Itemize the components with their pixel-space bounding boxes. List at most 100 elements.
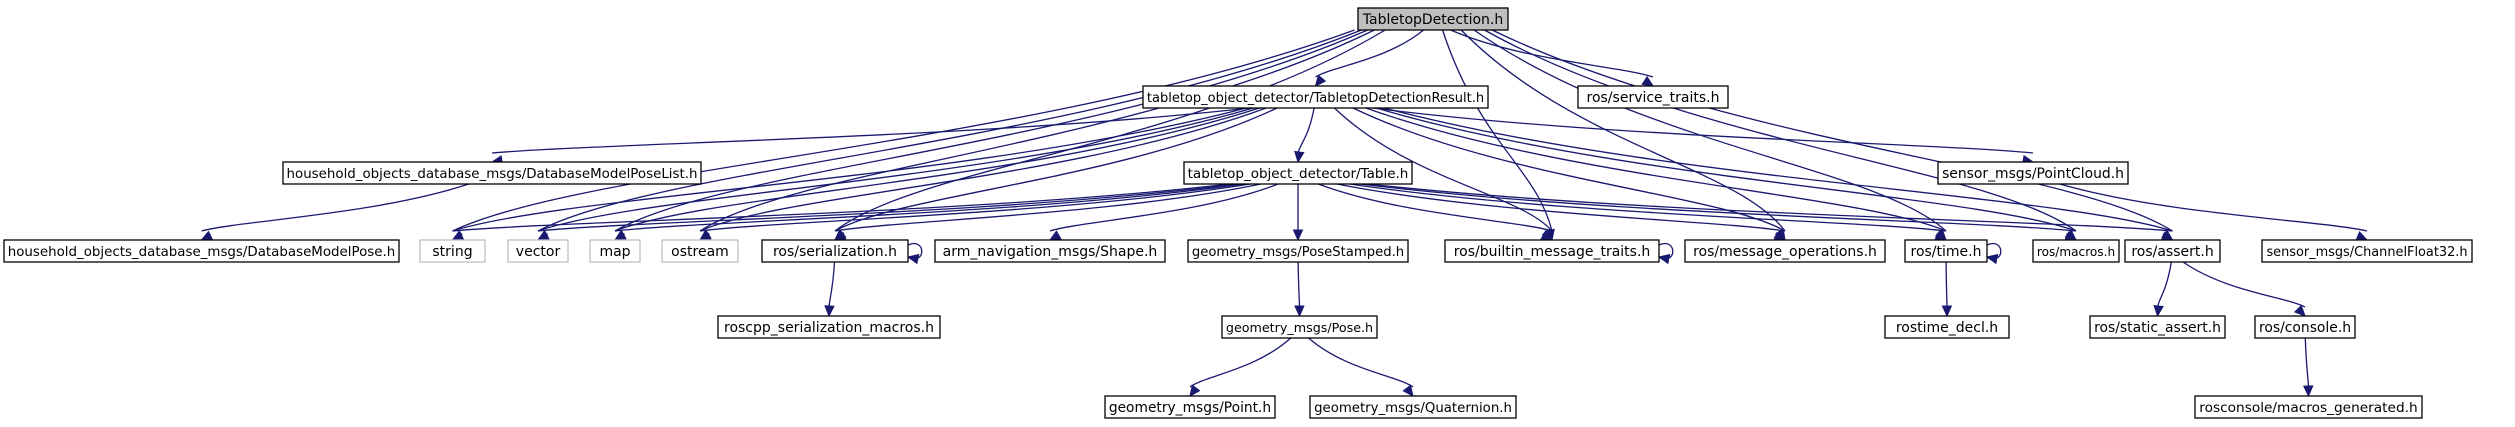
edge-table-to-ser-line [834,183,1262,232]
node-dbp-label: household_objects_database_msgs/Database… [8,245,396,260]
node-bmt[interactable]: ros/builtin_message_traits.h [1444,239,1660,263]
edge-time-to-rdecl [1941,261,1953,318]
edge-console-to-rmg-arrowhead [2302,385,2314,398]
edge-dbpl-to-dbp-line [201,183,469,232]
node-ostream-box [661,239,739,263]
node-root-box [1357,7,1509,31]
edge-time-to-rdecl-line [1945,261,1948,308]
node-vector-box [507,239,569,263]
node-table-label: tabletop_object_detector/Table.h [1188,166,1409,182]
node-sassert[interactable]: ros/static_assert.h [2089,315,2226,339]
edge-dbpl-to-dbp [200,183,469,241]
node-map-box [589,239,641,263]
edge-root-to-tdr [1314,29,1425,87]
node-console-label: ros/console.h [2259,320,2351,336]
edge-tdr-to-table [1294,107,1315,164]
node-tdr[interactable]: tabletop_object_detector/TabletopDetecti… [1142,85,1489,109]
edge-table-to-vector [536,183,1238,244]
node-quat[interactable]: geometry_msgs/Quaternion.h [1309,395,1517,419]
node-mo-box [1684,239,1886,263]
edge-assert-to-sassert [2153,261,2172,318]
edge-table-to-macros [1360,183,2078,244]
edge-root-to-svc [1450,29,1655,87]
node-assert-box [2124,239,2221,263]
edge-table-to-map-line [614,183,1244,232]
node-svc[interactable]: ros/service_traits.h [1577,85,1729,109]
edges-layer [200,29,2369,398]
edge-pstamp-to-pose [1294,261,1305,318]
node-console-box [2254,315,2356,339]
edge-time-to-time-arrowhead [1985,253,1999,265]
node-rmg[interactable]: rosconsole/macros_generated.h [2194,395,2423,419]
edge-table-to-ser [833,183,1262,242]
edge-pstamp-to-pose-arrowhead [1294,305,1305,318]
edge-table-to-shape-arrowhead [1048,230,1062,241]
edge-pose-to-point-arrowhead [1189,384,1201,397]
edge-root-to-svc-line [1450,29,1654,78]
node-pstamp[interactable]: geometry_msgs/PoseStamped.h [1187,239,1409,263]
node-string-box [419,239,486,263]
node-time[interactable]: ros/time.h [1904,239,1988,263]
node-assert[interactable]: ros/assert.h [2124,239,2221,263]
node-macros[interactable]: ros/macros.h [2032,239,2120,263]
edge-tdr-to-dbpl-line [491,107,1250,154]
node-ostream-label: ostream [671,244,729,260]
edge-tdr-to-time-line [1365,107,1947,232]
edge-ser-to-rsm-arrowhead [824,305,835,318]
edge-ser-to-rsm-line [828,261,836,308]
edge-tdr-to-assert-line [1383,107,2173,232]
node-pstamp-label: geometry_msgs/PoseStamped.h [1192,245,1404,260]
node-rdecl[interactable]: rostime_decl.h [1884,315,2010,339]
edge-root-to-mo [1460,29,1786,242]
node-pose[interactable]: geometry_msgs/Pose.h [1221,315,1378,339]
nodes-layer: TabletopDetection.h tabletop_object_detec… [3,7,2473,419]
edge-time-to-time [1985,242,2002,265]
node-pc-box [1937,161,2129,185]
node-root[interactable]: TabletopDetection.h [1357,7,1509,31]
edge-tdr-to-pc-line [1372,107,2034,154]
node-ser[interactable]: ros/serialization.h [761,239,909,263]
edge-assert-to-sassert-arrowhead [2153,304,2164,318]
edge-pstamp-to-pose-line [1297,261,1301,308]
edge-table-to-pstamp [1292,184,1304,242]
edge-root-to-assert-line [1491,29,2173,232]
node-svc-box [1577,85,1729,109]
edge-root-to-bmt-line [1441,29,1553,232]
node-pstamp-box [1187,239,1409,263]
edge-assert-to-console-line [2182,261,2306,308]
node-console[interactable]: ros/console.h [2254,315,2356,339]
node-dbpl[interactable]: household_objects_database_msgs/Database… [282,161,702,185]
edge-tdr-to-table-arrowhead [1294,150,1305,164]
node-table[interactable]: tabletop_object_detector/Table.h [1183,161,1413,185]
node-point-label: geometry_msgs/Point.h [1109,400,1271,416]
node-rdecl-label: rostime_decl.h [1896,320,1998,336]
node-string-label: string [432,244,472,260]
node-time-label: ros/time.h [1911,244,1982,260]
edge-table-to-string-line [452,183,1231,232]
edge-dbpl-to-dbp-arrowhead [200,230,214,241]
node-vector-label: vector [516,244,561,260]
node-dbpl-label: household_objects_database_msgs/Database… [287,167,698,182]
node-rsm-box [717,315,941,339]
node-pose-label: geometry_msgs/Pose.h [1226,320,1373,335]
node-shape-label: arm_navigation_msgs/Shape.h [943,244,1158,260]
node-pc[interactable]: sensor_msgs/PointCloud.h [1937,161,2129,185]
node-root-label: TabletopDetection.h [1362,12,1503,28]
edge-pc-to-cf32-arrowhead [2355,231,2369,241]
node-point[interactable]: geometry_msgs/Point.h [1104,395,1276,419]
edge-console-to-rmg [2302,337,2314,398]
edge-tdr-to-vector-line [537,107,1254,232]
node-sassert-box [2089,315,2226,339]
edge-pc-to-cf32-line [2059,183,2368,232]
edge-tdr-to-string-line [452,107,1247,232]
node-mo[interactable]: ros/message_operations.h [1684,239,1886,263]
edge-table-to-bmt-line [1318,183,1553,232]
node-ser-box [761,239,909,263]
node-rsm[interactable]: roscpp_serialization_macros.h [717,315,941,339]
node-dbp[interactable]: household_objects_database_msgs/Database… [3,239,400,263]
edge-pose-to-quat-line [1308,337,1414,388]
node-shape[interactable]: arm_navigation_msgs/Shape.h [934,239,1166,263]
node-cf32[interactable]: sensor_msgs/ChannelFloat32.h [2261,239,2473,263]
edge-tdr-to-bmt-line [1333,107,1553,232]
edge-ser-to-ser [906,242,923,265]
